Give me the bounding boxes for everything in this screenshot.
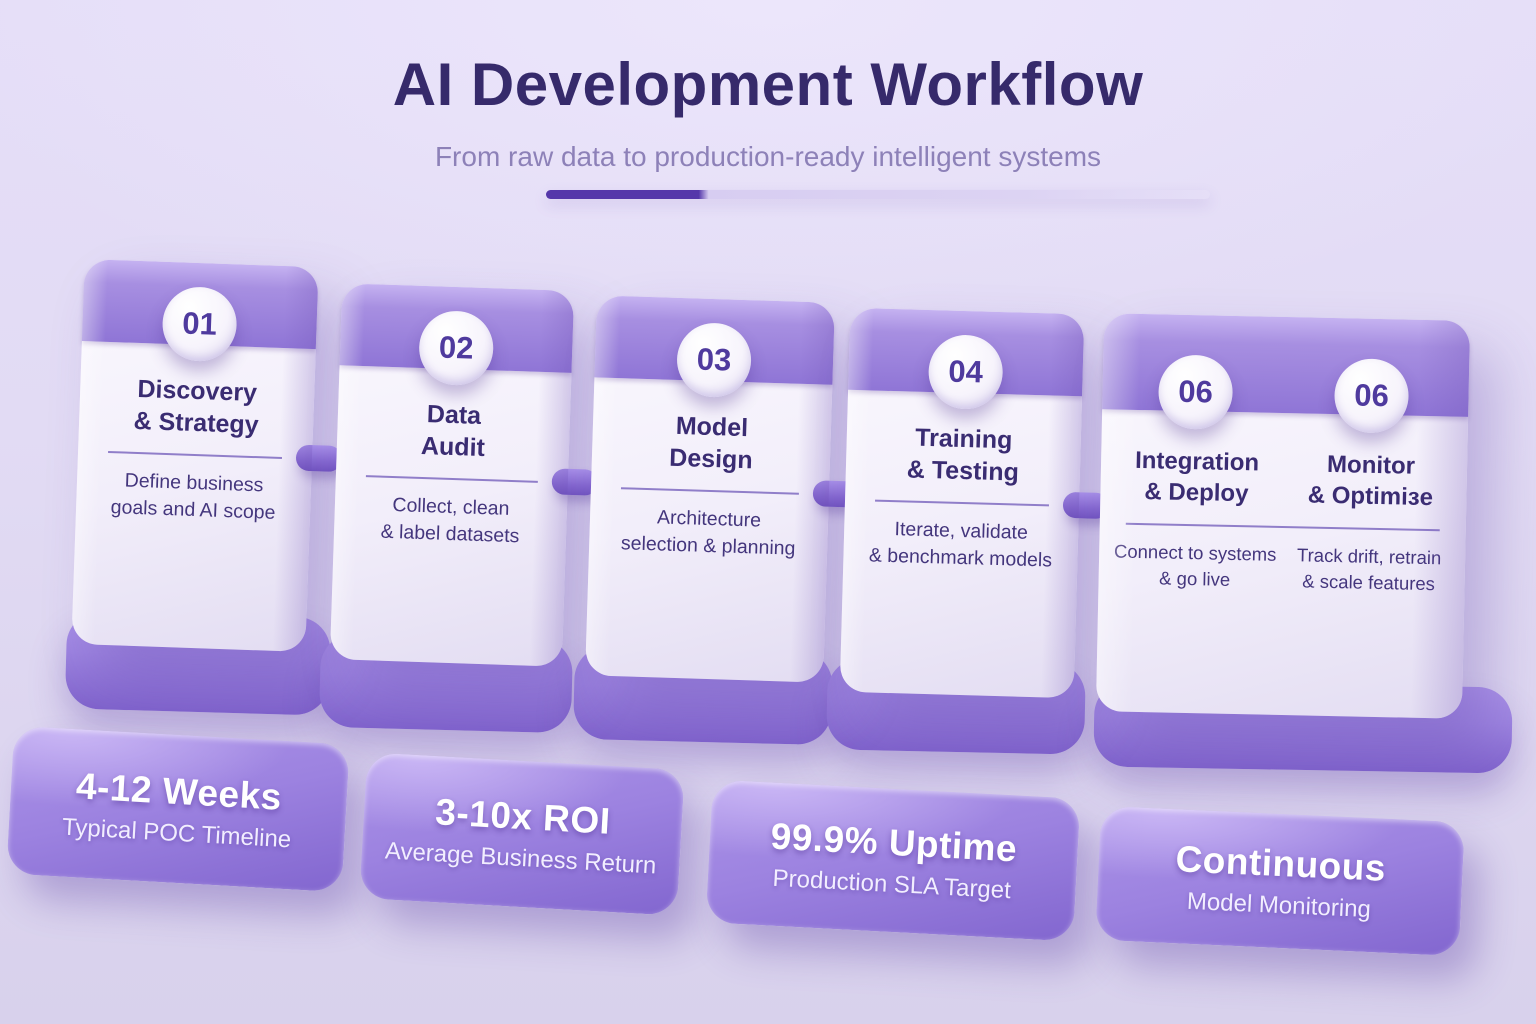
divider: [365, 475, 538, 483]
step-number-badge: 06: [1157, 354, 1234, 430]
step-card-training-testing: 04 Training & Testing Iterate, validate …: [839, 307, 1110, 699]
step-title: Model Design: [668, 411, 754, 475]
divider: [620, 487, 799, 495]
step-description: Track drift, retrain & scale features: [1296, 544, 1442, 595]
divider: [875, 499, 1049, 507]
step-title: Monitor & Optimiзe: [1307, 450, 1434, 511]
stat-pill-monitoring: Continuous Model Monitoring: [1095, 805, 1465, 957]
step-number-badge: 04: [927, 334, 1004, 411]
step-title: Data Audit: [420, 400, 486, 463]
divider: [108, 450, 282, 460]
step-number: 06: [1177, 373, 1214, 410]
step-description: Define business goals and AI scope: [110, 469, 276, 524]
stat-label: Model Monitoring: [1186, 887, 1372, 923]
step-title: Training & Testing: [906, 423, 1020, 487]
stat-value: Continuous: [1174, 837, 1387, 889]
step-description: Connect to systems & go live: [1113, 540, 1277, 590]
stat-label: Average Business Return: [384, 836, 658, 880]
step-card-data-audit: 02 Data Audit Collect, clean & label dat…: [329, 283, 599, 667]
divider: [1125, 523, 1440, 532]
step-number: 03: [696, 341, 732, 378]
stat-pill-uptime: 99.9% Uptime Production SLA Target: [705, 779, 1081, 942]
stat-value: 99.9% Uptime: [769, 815, 1019, 870]
page-subtitle: From raw data to production-ready intell…: [434, 141, 1102, 172]
step-number-badge: 06: [1333, 358, 1410, 434]
step-title: Integration & Deploy: [1134, 446, 1260, 507]
stat-label: Typical POC Timeline: [61, 813, 292, 853]
stat-value: 3-10x ROI: [434, 790, 612, 842]
step-card-model-design: 03 Model Design Architecture selection &…: [585, 295, 860, 683]
step-number: 02: [438, 329, 475, 366]
step-number: 06: [1353, 377, 1390, 414]
stat-label: Production SLA Target: [771, 864, 1012, 905]
step-card-integration-monitor: 06 06 Integration & Deploy Monitor & Opt…: [1095, 313, 1471, 719]
card-band: [1102, 313, 1471, 417]
step-card-discovery: 01 Discovery & Strategy Define business …: [71, 259, 343, 652]
page-title: AI Development Workflow: [392, 51, 1144, 118]
stat-value: 4-12 Weeks: [75, 764, 283, 818]
step-title: Discovery & Strategy: [133, 374, 260, 440]
step-description: Architecture selection & planning: [620, 506, 796, 560]
step-number: 01: [181, 305, 218, 342]
stat-pill-poc-timeline: 4-12 Weeks Typical POC Timeline: [6, 725, 350, 893]
step-description: Iterate, validate & benchmark models: [868, 518, 1053, 572]
step-description: Collect, clean & label datasets: [380, 494, 520, 548]
step-number: 04: [947, 353, 984, 390]
title-underline: [546, 190, 1210, 199]
stat-pill-roi: 3-10x ROI Average Business Return: [359, 752, 685, 916]
